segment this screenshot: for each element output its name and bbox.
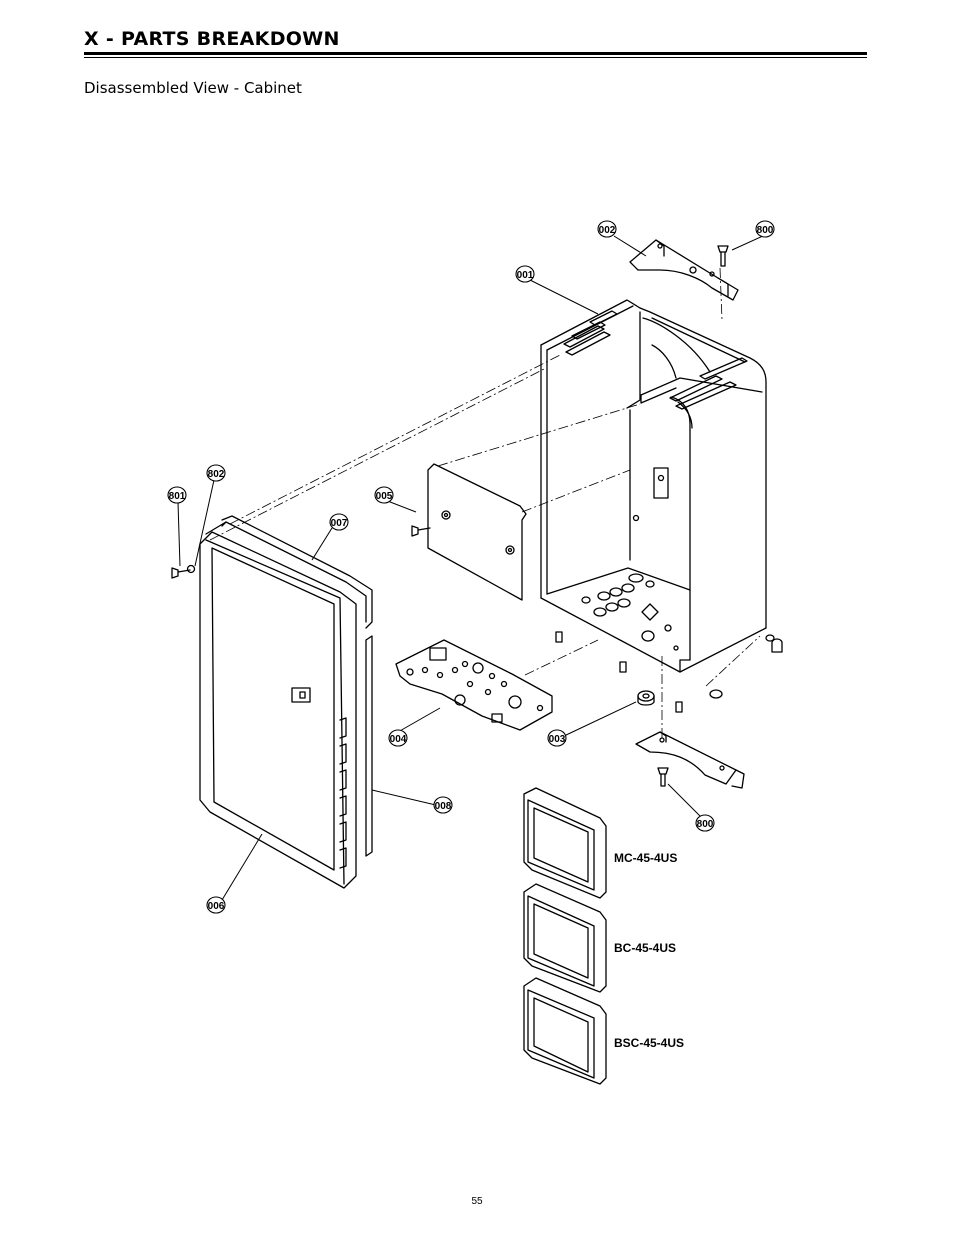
- seal-strip: [365, 635, 373, 857]
- callout-800-top: 800: [757, 225, 774, 236]
- model-label-mc: MC-45-4US: [614, 851, 677, 865]
- page-number: 55: [471, 1196, 483, 1207]
- grommet-003: [637, 690, 655, 706]
- cover-plate: [427, 463, 527, 601]
- mounting-plate: [395, 639, 553, 731]
- screw-800-bottom: [657, 767, 669, 787]
- front-panel: [199, 531, 357, 889]
- header-rule-thick: [84, 52, 867, 55]
- page-subtitle: Disassembled View - Cabinet: [84, 79, 302, 97]
- callout-002: 002: [599, 225, 616, 236]
- callout-bubbles: [167, 220, 775, 914]
- callout-006: 006: [208, 901, 225, 912]
- header-rule-thin: [84, 57, 867, 58]
- callout-800-bottom: 800: [697, 819, 714, 830]
- callout-004: 004: [390, 734, 407, 745]
- callout-007: 007: [331, 518, 348, 529]
- callout-802: 802: [208, 469, 225, 480]
- model-panel-bc: [523, 883, 607, 993]
- callout-801: 801: [169, 491, 186, 502]
- callout-008: 008: [435, 801, 452, 812]
- assembly-lines: [209, 267, 761, 740]
- model-label-bc: BC-45-4US: [614, 941, 676, 955]
- screw-800-top: [717, 245, 729, 267]
- section-title: X - PARTS BREAKDOWN: [84, 28, 340, 50]
- callout-003: 003: [549, 734, 566, 745]
- gasket-frame: [205, 515, 373, 629]
- callout-005: 005: [376, 491, 393, 502]
- washer-802: [186, 564, 196, 574]
- model-panel-bsc: [523, 977, 607, 1085]
- model-panel-mc: [523, 787, 607, 899]
- screw-005: [411, 525, 431, 537]
- bottom-bracket: [635, 731, 745, 789]
- top-bracket: [629, 239, 739, 301]
- cabinet-body: [540, 299, 767, 673]
- model-label-bsc: BSC-45-4US: [614, 1036, 684, 1050]
- cabinet-fasteners: [555, 631, 783, 713]
- leader-lines: [177, 235, 764, 901]
- callout-001: 001: [517, 270, 534, 281]
